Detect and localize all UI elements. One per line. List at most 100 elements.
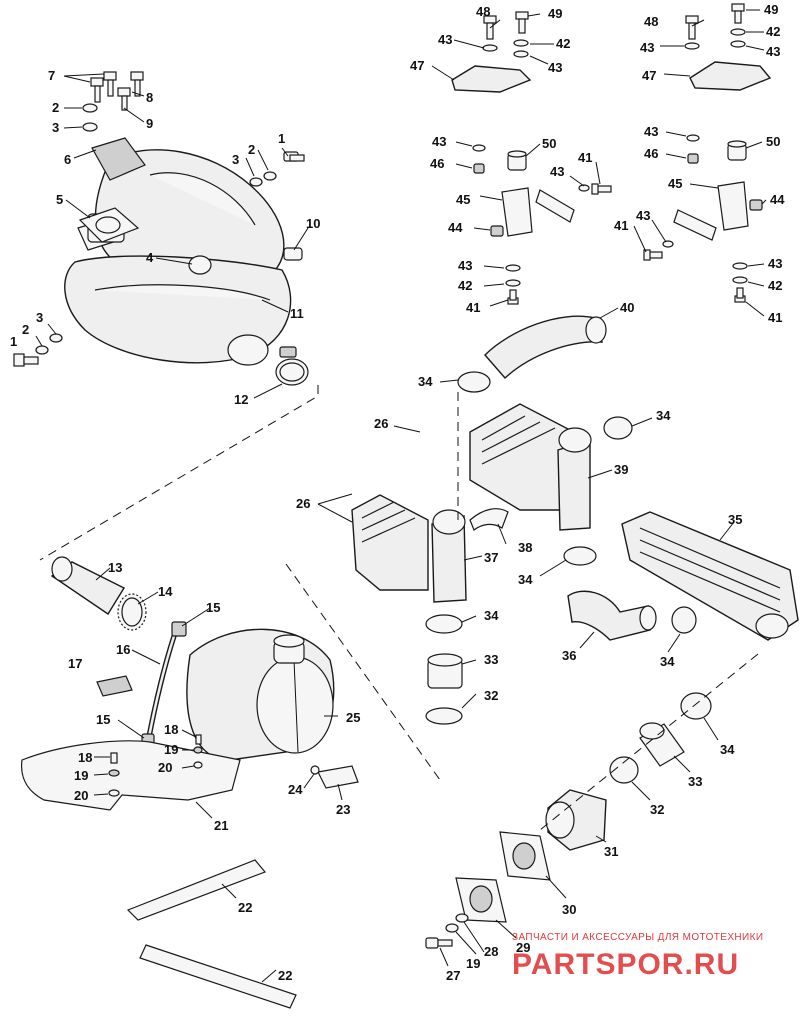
- callout-label: 12: [234, 392, 248, 407]
- hose-38: [469, 508, 509, 531]
- callout-label: 1: [10, 334, 17, 349]
- callout-label: 41: [614, 218, 628, 233]
- clamps-34-upper: [457, 371, 633, 440]
- nuts-44: [490, 199, 763, 237]
- muffler-assembly: [64, 137, 303, 366]
- callout-label: 41: [768, 310, 782, 325]
- callout-label: 46: [644, 146, 658, 161]
- leader-lines: [35, 9, 767, 983]
- callout-label: 18: [164, 722, 178, 737]
- plate-29-hole: [469, 885, 493, 913]
- callout-label: 40: [620, 300, 634, 315]
- clamp-14: [117, 593, 147, 631]
- callout-label: 34: [418, 374, 433, 389]
- washer-2-left: [82, 103, 98, 113]
- adapter-31: [545, 789, 607, 851]
- buckle-15-top: [171, 621, 187, 637]
- callout-label: 42: [556, 36, 570, 51]
- callout-label: 47: [642, 68, 656, 83]
- callout-label: 45: [668, 176, 682, 191]
- fastener-18-19-20: [108, 734, 203, 797]
- callout-label: 34: [484, 608, 499, 623]
- callout-label: 43: [768, 256, 782, 271]
- routing-line-cooler-to-adapter: [539, 653, 759, 831]
- callout-label: 26: [296, 496, 310, 511]
- callout-label: 43: [636, 208, 650, 223]
- spacers-50-46: [473, 140, 747, 174]
- callout-label: 44: [448, 220, 463, 235]
- callout-label: 41: [578, 150, 592, 165]
- washer-3-top: [249, 177, 263, 187]
- bolts-41: [507, 183, 746, 305]
- callout-label: 19: [466, 956, 480, 971]
- callout-label: 27: [446, 968, 460, 983]
- watermark-tagline: ЗАПЧАСТИ И АКСЕССУАРЫ ДЛЯ МОТОТЕХНИКИ: [512, 932, 763, 943]
- callout-label: 46: [430, 156, 444, 171]
- clamps-34-lower: [425, 546, 712, 720]
- callout-label: 32: [650, 802, 664, 817]
- callout-label: 39: [614, 462, 628, 477]
- callout-label: 23: [336, 802, 350, 817]
- callout-labels: 7 2 3 8 9 6 5 4 1 2 3 10 11 12 1 2 3 13 …: [10, 2, 785, 983]
- callout-label: 34: [656, 408, 671, 423]
- strip-22-bottom: [139, 944, 297, 1009]
- callout-label: 33: [688, 774, 702, 789]
- callout-label: 38: [518, 540, 532, 555]
- callout-label: 17: [68, 656, 82, 671]
- callout-label: 45: [456, 192, 470, 207]
- callout-label: 10: [306, 216, 320, 231]
- gasket-5: [78, 207, 140, 243]
- washers-42-43-lower: [472, 134, 748, 287]
- hose-40: [484, 315, 603, 380]
- bracket-23: [310, 765, 359, 789]
- callout-label: 14: [158, 584, 173, 599]
- callout-label: 22: [238, 900, 252, 915]
- callout-label: 34: [720, 742, 735, 757]
- muffler-25: [186, 628, 335, 761]
- callout-label: 37: [484, 550, 498, 565]
- callout-label: 8: [146, 90, 153, 105]
- strip-22-top: [126, 859, 267, 921]
- callout-label: 13: [108, 560, 122, 575]
- callout-label: 48: [476, 4, 490, 19]
- bracket-47-left: [451, 65, 532, 93]
- callout-label: 41: [466, 300, 480, 315]
- callout-label: 49: [764, 2, 778, 17]
- callout-label: 36: [562, 648, 576, 663]
- callout-label: 5: [56, 192, 63, 207]
- callout-label: 9: [146, 116, 153, 131]
- callout-label: 32: [484, 688, 498, 703]
- bracket-47-right: [689, 61, 772, 91]
- clamp-12: [275, 346, 309, 386]
- callout-label: 34: [660, 654, 675, 669]
- sleeve-33-center: [427, 653, 463, 689]
- callout-label: 20: [158, 760, 172, 775]
- callout-label: 42: [458, 278, 472, 293]
- bolt-1-lower: [13, 353, 39, 367]
- callout-label: 18: [78, 750, 92, 765]
- callout-label: 33: [484, 652, 498, 667]
- washers-42-43-top: [482, 28, 746, 58]
- callout-label: 19: [74, 768, 88, 783]
- watermark-brand: PARTSPOR.RU: [512, 948, 739, 981]
- callout-label: 43: [458, 258, 472, 273]
- callout-label: 44: [770, 192, 785, 207]
- callout-label: 47: [410, 58, 424, 73]
- pad-17: [96, 675, 133, 697]
- callout-label: 3: [36, 310, 43, 325]
- callout-label: 20: [74, 788, 88, 803]
- callout-label: 31: [604, 844, 618, 859]
- bolt-1-top: [283, 151, 305, 162]
- callout-label: 15: [96, 712, 110, 727]
- callout-label: 2: [52, 100, 59, 115]
- washer-2-top: [263, 171, 277, 181]
- callout-label: 1: [278, 131, 285, 146]
- callout-label: 48: [644, 14, 658, 29]
- callout-label: 43: [640, 40, 654, 55]
- callout-label: 25: [346, 710, 360, 725]
- elbow-36: [567, 590, 657, 641]
- callout-label: 30: [562, 902, 576, 917]
- callout-label: 50: [542, 136, 556, 151]
- callout-label: 11: [290, 306, 304, 321]
- callout-label: 43: [548, 60, 562, 75]
